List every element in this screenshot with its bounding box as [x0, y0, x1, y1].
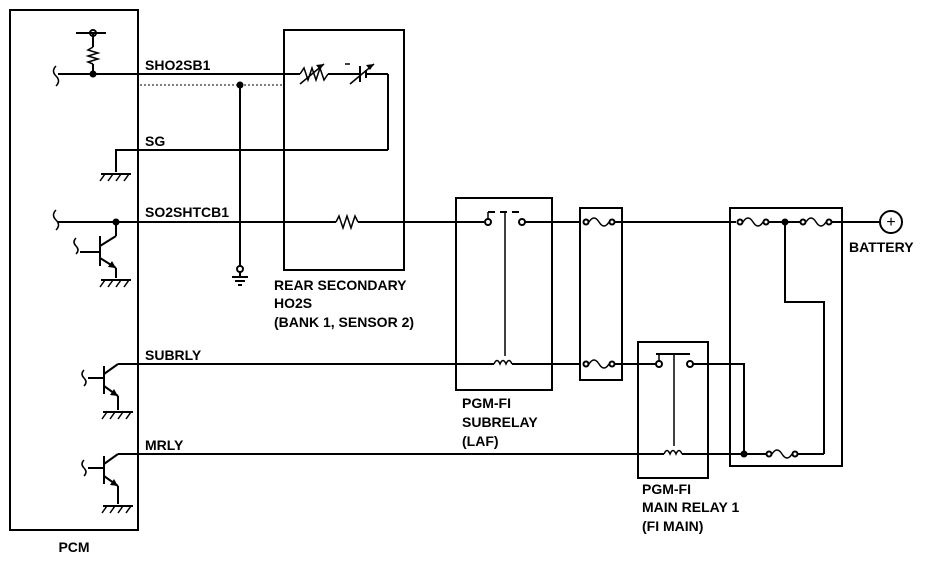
subrelay-box: [455, 197, 553, 391]
pcm-label: PCM: [58, 539, 89, 555]
ho2s-label-line2: HO2S: [274, 295, 312, 311]
ho2s-label-line1: REAR SECONDARY: [274, 277, 407, 293]
pgm-fi-subrelay: PGM-FI SUBRELAY (LAF): [455, 197, 580, 449]
battery-terminal: + BATTERY: [849, 210, 914, 255]
squiggle-connector-4: [81, 369, 87, 387]
sg-ground: [99, 149, 138, 182]
fuse-block-middle: [579, 207, 736, 381]
battery-terminal-icon: [879, 210, 903, 234]
main-relay-driver-transistor: [88, 453, 138, 514]
squiggle-connector-3: [73, 237, 79, 255]
shield-ground-icon: [232, 265, 248, 286]
heater-resistor-icon: [335, 213, 359, 231]
pcm-block: PCM: [9, 9, 139, 555]
rear-secondary-ho2s: REAR SECONDARY HO2S (BANK 1, SENSOR 2): [274, 29, 484, 330]
squiggle-connector-5: [81, 459, 87, 477]
fuse-block-right: [729, 207, 880, 467]
heater-driver-transistor: [58, 218, 138, 288]
fuse-icon-right-2: [799, 217, 833, 227]
junction-dot: [740, 450, 748, 458]
label-so2shtcb1: SO2SHTCB1: [145, 204, 229, 220]
subrelay-label-line2: SUBRELAY: [462, 414, 538, 430]
under-hood-fuse-box: [729, 207, 843, 467]
subrelay-coil-icon: [493, 359, 513, 366]
fuse-icon-upper: [582, 217, 616, 227]
main-relay-label-line1: PGM-FI: [642, 481, 691, 497]
main-relay-box: [637, 341, 709, 479]
main-relay-label-line3: (FI MAIN): [642, 518, 703, 534]
ho2s-box: [283, 29, 405, 271]
battery-label: BATTERY: [849, 239, 914, 255]
variable-resistor-icon: [299, 63, 360, 85]
main-relay-label-line2: MAIN RELAY 1: [642, 499, 739, 515]
squiggle-connector-2: [52, 209, 60, 231]
pcm-pullup-resistor: [76, 29, 106, 74]
pgm-fi-main-relay: PGM-FI MAIN RELAY 1 (FI MAIN): [637, 341, 766, 534]
subrelay-label-line3: (LAF): [462, 433, 499, 449]
squiggle-connector-1: [52, 65, 60, 87]
fuse-block-box: [579, 207, 623, 381]
subrelay-label-line1: PGM-FI: [462, 395, 511, 411]
ho2s-label-line3: (BANK 1, SENSOR 2): [274, 314, 414, 330]
sensor-cell-icon: [345, 63, 388, 85]
label-subrly: SUBRLY: [145, 347, 202, 363]
junction-dot: [89, 70, 97, 78]
subrelay-driver-transistor: [88, 363, 138, 420]
main-relay-coil-icon: [663, 449, 683, 456]
label-sho2sb1: SHO2SB1: [145, 57, 211, 73]
battery-plus-symbol: +: [886, 214, 895, 231]
fuse-icon-right-1: [736, 217, 770, 227]
label-sg: SG: [145, 133, 165, 149]
pcm-box: [9, 9, 139, 531]
fuse-icon-lower: [582, 359, 616, 369]
label-mrly: MRLY: [145, 437, 184, 453]
fuse-icon-right-3: [765, 449, 799, 459]
